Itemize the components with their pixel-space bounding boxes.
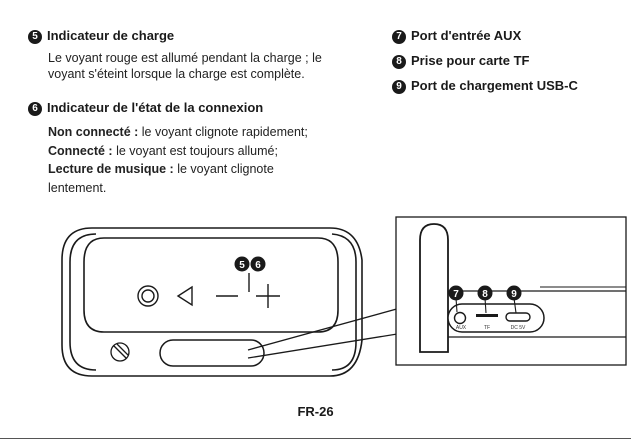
- play-pause-icon: [137, 285, 159, 307]
- control-buttons: [137, 284, 280, 308]
- number-badge-9: 9: [392, 80, 406, 94]
- previous-icon: [176, 285, 193, 307]
- callout-7-label: 7: [453, 289, 459, 300]
- port-label: Prise pour carte TF: [411, 53, 530, 68]
- port-cover-slot: [159, 339, 265, 367]
- port-label: Port de chargement USB-C: [411, 78, 578, 93]
- status-text: le voyant clignote: [173, 162, 274, 176]
- port-cover-flap: [419, 223, 449, 353]
- heading-text: Indicateur de charge: [47, 28, 175, 43]
- port-item-usbc: 9 Port de chargement USB-C: [392, 78, 578, 94]
- status-not-connected: Non connecté : le voyant clignote rapide…: [48, 123, 308, 142]
- zoom-pointer-line-1: [247, 301, 423, 351]
- speaker-outline: [61, 227, 363, 377]
- usbc-port-icon: [505, 312, 531, 322]
- callout-9-label: 9: [511, 289, 517, 300]
- description-line-2: voyant s'éteint lorsque la charge est co…: [48, 67, 305, 81]
- number-badge-7: 7: [392, 30, 406, 44]
- status-label: Non connecté :: [48, 125, 139, 139]
- page-number: FR-26: [297, 404, 334, 419]
- status-music-playing: Lecture de musique : le voyant clignote: [48, 160, 308, 179]
- status-music-playing-cont: lentement.: [48, 180, 107, 195]
- side-knob-icon: [110, 342, 130, 362]
- port-label: Port d'entrée AUX: [411, 28, 522, 43]
- heading-connection-indicator: 6 Indicateur de l'état de la connexion: [28, 100, 263, 116]
- status-text: le voyant est toujours allumé;: [112, 143, 278, 158]
- status-label: Connecté :: [48, 143, 113, 158]
- aux-port-label: AUX: [456, 325, 467, 331]
- callout-5-label: 5: [239, 260, 245, 271]
- tf-port-label: TF: [484, 325, 490, 331]
- connection-status-list: Non connecté : le voyant clignote rapide…: [48, 123, 308, 197]
- tf-slot-icon: [476, 314, 498, 317]
- callout-6-label: 6: [255, 260, 261, 271]
- port-item-tf: 8 Prise pour carte TF: [392, 53, 529, 69]
- callout-5-6: 5 6: [234, 256, 266, 272]
- port-item-aux: 7 Port d'entrée AUX: [392, 28, 521, 44]
- aux-port-icon: [453, 311, 467, 325]
- zoom-pointer-line-2: [247, 329, 423, 359]
- footer-rule: [0, 438, 631, 439]
- status-text: le voyant clignote rapidement;: [138, 125, 308, 139]
- status-label: Lecture de musique :: [48, 162, 174, 176]
- number-badge-8: 8: [392, 55, 406, 69]
- heading-charge-indicator: 5 Indicateur de charge: [28, 28, 174, 44]
- charge-indicator-description: Le voyant rouge est allumé pendant la ch…: [48, 50, 322, 82]
- usbc-port-label: DC 5V: [511, 325, 526, 331]
- zoom-detail-box: AUX TF DC 5V 7 8 9: [395, 216, 627, 366]
- number-badge-5: 5: [28, 30, 42, 44]
- number-badge-6: 6: [28, 102, 42, 116]
- speaker-right-cap: [331, 233, 357, 371]
- callout-8-label: 8: [482, 289, 488, 300]
- status-connected: Connecté : le voyant est toujours allumé…: [48, 142, 308, 161]
- speaker-top-panel: [83, 237, 339, 333]
- speaker-left-cap: [69, 233, 97, 371]
- description-line-1: Le voyant rouge est allumé pendant la ch…: [48, 51, 322, 65]
- heading-text: Indicateur de l'état de la connexion: [47, 100, 264, 115]
